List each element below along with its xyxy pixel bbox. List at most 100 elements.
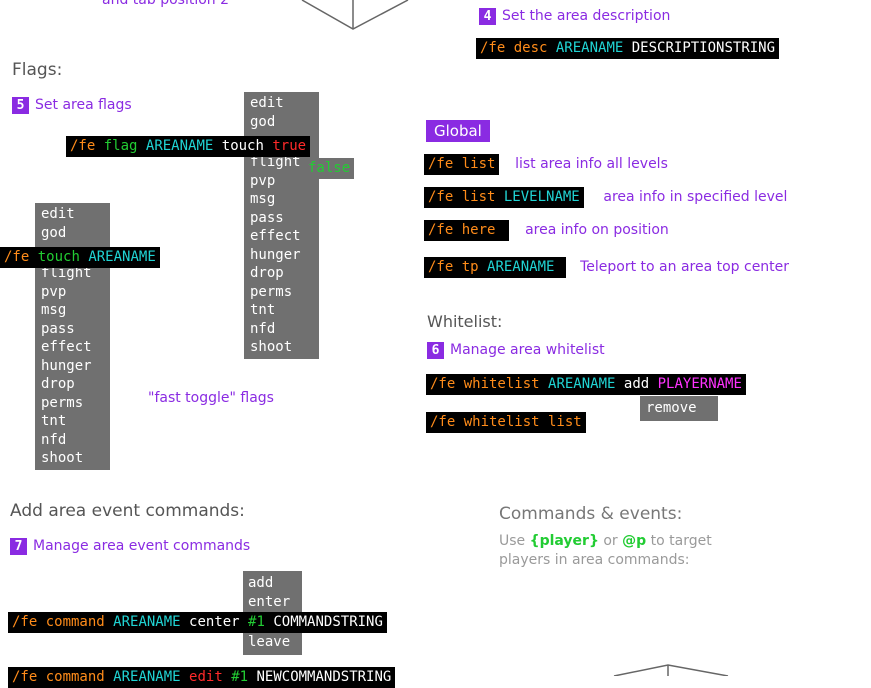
flags-heading: Flags:	[12, 60, 63, 80]
ce-line1-pre: Use	[499, 533, 530, 549]
toggle-option[interactable]: pass	[41, 320, 75, 337]
global-row-extra: AREANAME	[487, 259, 555, 275]
event-option[interactable]: leave	[248, 634, 291, 650]
flag-option[interactable]: hunger	[250, 246, 301, 263]
flag-option[interactable]: shoot	[250, 339, 293, 355]
event-cmd-area: AREANAME	[113, 614, 181, 630]
toggle-option[interactable]: nfd	[41, 431, 67, 448]
desc-cmd-prefix: /fe desc	[480, 40, 548, 56]
whitelist-cmd-player: PLAYERNAME	[657, 376, 742, 392]
toggle-option[interactable]: shoot	[41, 450, 84, 466]
whitelist-remove-option[interactable]: remove	[640, 396, 718, 421]
whitelist-command: /fe whitelist AREANAME add PLAYERNAME	[426, 374, 746, 395]
step-5-label: Set area flags	[35, 97, 132, 113]
event-cmd-index: #1	[248, 614, 265, 630]
step-4-number: 4	[479, 8, 496, 25]
toggle-option[interactable]: perms	[41, 394, 84, 411]
event2-cmd-index: #1	[231, 669, 249, 685]
flag-option[interactable]: edit	[250, 95, 284, 111]
desc-cmd-area: AREANAME	[555, 40, 624, 56]
toggle-cmd-key: touch	[37, 249, 80, 265]
step-7-label: Manage area event commands	[33, 538, 251, 554]
flag-option[interactable]: effect	[250, 228, 301, 244]
global-row: /fe list list area info all levels	[424, 153, 668, 175]
global-row: /fe list LEVELNAME area info in specifie…	[424, 186, 787, 208]
toggle-option[interactable]: effect	[41, 339, 92, 355]
diamond-shape-bottom	[613, 664, 729, 676]
event-command: /fe command AREANAME center #1 COMMANDST…	[8, 612, 387, 633]
flag-option[interactable]: perms	[250, 283, 293, 300]
desc-command: /fe desc AREANAME DESCRIPTIONSTRING	[476, 38, 780, 59]
event-option[interactable]: add	[248, 575, 274, 591]
event-edit-command: /fe command AREANAME edit #1 NEWCOMMANDS…	[8, 667, 396, 688]
toggle-option[interactable]: pvp	[41, 283, 67, 300]
toggle-option[interactable]: msg	[41, 302, 67, 318]
event-cmd-key: center	[189, 614, 240, 630]
whitelist-cmd-area: AREANAME	[548, 376, 616, 392]
event-cmd-arg: COMMANDSTRING	[273, 614, 383, 630]
flag-option[interactable]: nfd	[250, 320, 276, 337]
step-6-number: 6	[427, 342, 444, 359]
whitelist-heading: Whitelist:	[427, 312, 503, 331]
global-row-cmd: /fe here	[424, 220, 510, 241]
flag-option[interactable]: drop	[250, 265, 284, 281]
global-row-desc: area info on position	[525, 222, 669, 238]
flag-option[interactable]: pvp	[250, 172, 276, 189]
event-cmd-prefix: /fe command	[12, 614, 105, 630]
step-7: 7 Manage area event commands	[10, 538, 250, 555]
flag-cmd-flag: flag	[103, 138, 138, 154]
whitelist-list-command: /fe whitelist list	[426, 412, 586, 433]
whitelist-cmd-prefix: /fe whitelist	[430, 376, 540, 392]
flag-cmd-true: true	[272, 138, 307, 154]
step-6-label: Manage area whitelist	[450, 342, 605, 358]
flag-cmd-key: touch	[221, 138, 264, 154]
toggle-command: /fe touch AREANAME	[0, 247, 160, 268]
global-row-cmd: /fe tp	[428, 259, 479, 275]
global-row-desc: area info in specified level	[603, 189, 788, 205]
events-heading: Add area event commands:	[10, 501, 245, 521]
player-token: {player}	[529, 533, 599, 549]
global-title: Global	[426, 120, 490, 142]
flag-command: /fe flag AREANAME touch true	[66, 136, 311, 157]
global-row-desc: Teleport to an area top center	[580, 259, 790, 275]
toggle-cmd-area: AREANAME	[88, 249, 156, 265]
flag-cmd-area: AREANAME	[145, 138, 214, 154]
flag-option[interactable]: god	[250, 113, 276, 130]
step-4: 4 Set the area description	[479, 8, 670, 25]
flag-false-option[interactable]: false	[304, 158, 355, 179]
commands-events-heading: Commands & events:	[499, 504, 683, 524]
flag-option[interactable]: pass	[250, 209, 284, 226]
whitelist-cmd-action: add	[623, 376, 650, 392]
flag-option[interactable]: tnt	[250, 302, 276, 318]
step-6: 6 Manage area whitelist	[427, 342, 605, 359]
step-4-label: Set the area description	[502, 8, 671, 24]
toggle-option[interactable]: hunger	[41, 357, 92, 374]
toggle-option[interactable]: tnt	[41, 413, 67, 429]
fast-toggle-note: "fast toggle" flags	[148, 390, 274, 406]
toggle-option[interactable]: god	[41, 224, 67, 241]
global-row: /fe here area info on position	[424, 219, 669, 241]
event2-cmd-area: AREANAME	[113, 669, 181, 685]
global-row: /fe tp AREANAME Teleport to an area top …	[424, 256, 789, 278]
commands-events-line1: Use {player} or @p to target	[499, 532, 712, 551]
diamond-shape-top	[301, 0, 409, 30]
event-option[interactable]: enter	[248, 593, 291, 610]
toggle-option[interactable]: edit	[41, 206, 75, 222]
ce-line1-mid: or	[598, 533, 623, 549]
global-row-cmd: /fe list	[424, 154, 500, 175]
toggle-option[interactable]: drop	[41, 376, 75, 392]
event2-cmd-arg: NEWCOMMANDSTRING	[256, 669, 392, 685]
flag-cmd-prefix: /fe	[70, 138, 96, 154]
toggle-options-menu: edit god flight pvp msg pass effect hung…	[35, 203, 110, 470]
flag-option[interactable]: msg	[250, 191, 276, 207]
toggle-option[interactable]: flight	[41, 265, 92, 281]
ce-line1-post: to target	[646, 533, 712, 549]
flag-option[interactable]: flight	[250, 154, 301, 170]
toggle-cmd-prefix: /fe	[4, 249, 30, 265]
desc-cmd-arg: DESCRIPTIONSTRING	[631, 40, 776, 56]
top-fragment-text: and tab position 2	[102, 0, 230, 8]
global-row-cmd: /fe list	[428, 189, 496, 205]
step-7-number: 7	[10, 538, 27, 555]
flag-options-menu: edit god flight pvp msg pass effect hung…	[244, 92, 319, 359]
